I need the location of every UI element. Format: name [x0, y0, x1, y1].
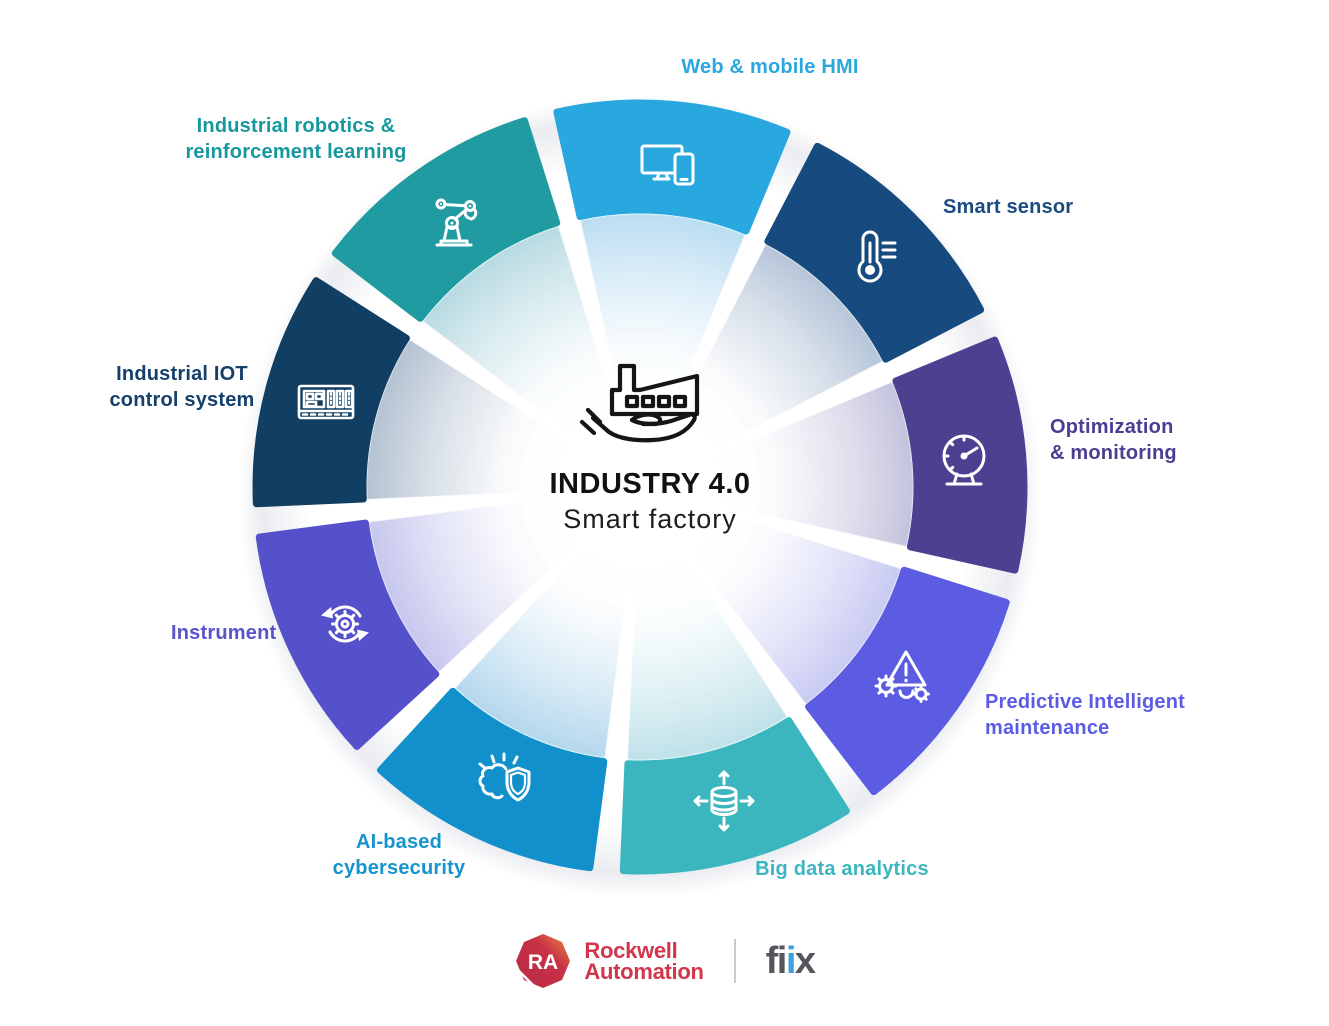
warning-gear-icon — [874, 650, 930, 703]
label-industrial-robotics: Industrial robotics & reinforcement lear… — [185, 115, 407, 163]
database-arrows-icon — [693, 770, 755, 832]
segment-instrument — [255, 519, 440, 750]
fiix-logo: fiix — [765, 940, 816, 982]
factory-in-hand-icon — [579, 363, 700, 443]
label-predictive-maintenance: Predictive Intelligent maintenance — [985, 691, 1186, 739]
segment-ai-cybersecurity — [377, 687, 608, 872]
rockwell-wordmark: Rockwell Automation — [584, 938, 704, 984]
gauge-icon — [942, 434, 986, 486]
thermometer-icon — [857, 230, 897, 283]
label-smart-sensor: Smart sensor — [943, 196, 1074, 218]
segment-smart-sensor — [764, 142, 985, 363]
footer-brands: RA Rockwell Automation fiix — [0, 932, 1329, 990]
footer-divider — [733, 939, 736, 983]
ra-monogram: RA — [528, 951, 558, 974]
label-big-data-analytics: Big data analytics — [755, 858, 929, 880]
label-industrial-iot: Industrial IOT control system — [109, 363, 255, 411]
segment-web-mobile-hmi — [553, 99, 791, 235]
center-subtitle: Smart factory — [563, 504, 737, 534]
gear-cycle-icon — [321, 605, 369, 643]
gap-spokes — [364, 217, 910, 763]
control-panel-icon — [297, 384, 355, 420]
center-title: INDUSTRY 4.0 — [549, 468, 751, 500]
rockwell-automation-logo: RA — [516, 934, 571, 988]
label-ai-cybersecurity: AI-based cybersecurity — [332, 831, 466, 879]
monitor-phone-icon — [640, 144, 695, 186]
segment-optimization-monitoring — [892, 336, 1028, 574]
label-web-mobile-hmi: Web & mobile HMI — [681, 56, 859, 78]
brain-shield-icon — [478, 752, 531, 802]
label-instrument: Instrument — [171, 622, 277, 644]
label-optimization-monitoring: Optimization & monitoring — [1050, 416, 1177, 464]
robot-arm-icon — [435, 198, 478, 247]
